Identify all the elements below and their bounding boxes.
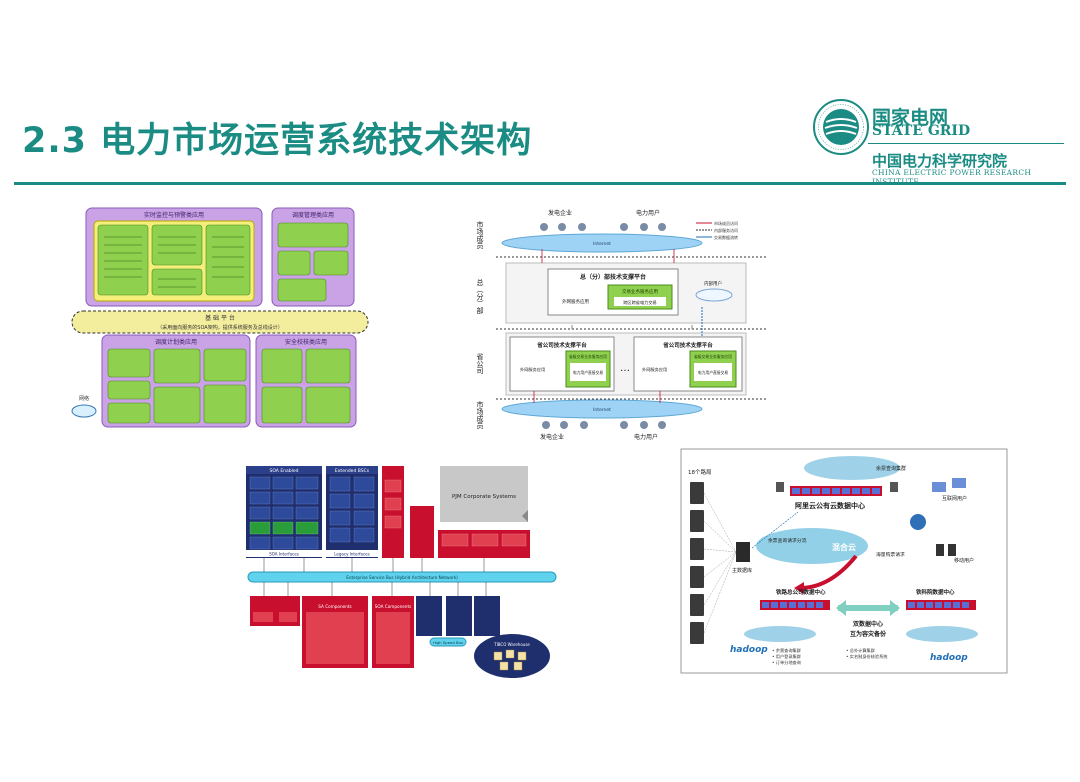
- mass-request-label: 海量购票请求: [876, 551, 905, 558]
- row-label-hq: 总（分）部: [476, 278, 484, 315]
- soa-enabled-title: SOA Enabled: [269, 468, 298, 474]
- hq-cross-region: 跨区跨省电力交易: [623, 299, 657, 306]
- dispatch-management-title: 调度管理类应用: [292, 211, 334, 219]
- generator-top-label: 发电企业: [548, 209, 572, 217]
- institute-name-cn: 中国电力科学研究院: [872, 152, 1008, 170]
- platform-title: 基 础 平 台: [205, 314, 235, 322]
- internet-users-label: 互联网用户: [942, 495, 967, 502]
- legend-item-3: 交易数据流转: [714, 234, 738, 240]
- pjm-corporate-label: PJM Corporate Systems: [452, 494, 516, 500]
- pjm-soa-diagram: SOA Enabled SOA Interfaces Extended BSCs…: [246, 466, 557, 678]
- title-underline: [14, 182, 1066, 185]
- province-platform-title-2: 省公司技术支撑平台: [662, 341, 713, 349]
- province-platform-title-1: 省公司技术支撑平台: [536, 341, 587, 349]
- user-top-label: 电力用户: [636, 209, 660, 217]
- brand-divider: [868, 143, 1064, 144]
- high-speed-bus-label: High Speed Bus: [433, 640, 463, 645]
- extended-bscs-title: Extended BSCs: [335, 468, 370, 474]
- cloud-cluster-label: 余票查询集群: [876, 465, 906, 472]
- hadoop-logo-right: hadoop: [930, 653, 968, 663]
- internet-top-label: Internet: [593, 241, 611, 247]
- hq-platform-title: 总（分）部技术支撑平台: [580, 273, 646, 281]
- realtime-monitor-title: 实时监控与预警类应用: [144, 211, 204, 219]
- province-trade-1: 电力用户直接交易: [573, 370, 604, 375]
- market-platform-diagram: 市场成员 总（分）部 省公司 市场成员 发电企业 电力用户 Internet 市…: [476, 209, 768, 441]
- state-grid-logo: [813, 99, 869, 155]
- rail-institute-dc-label: 铁科院数据中心: [916, 588, 955, 596]
- province-trade-2: 电力用户直接交易: [698, 370, 729, 375]
- cluster-bullet-1: • 余票查询集群: [772, 647, 802, 654]
- brand-name-en: STATE GRID: [872, 123, 971, 139]
- internet-bottom-label: Internet: [593, 407, 611, 413]
- slide-title: 2.3 电力市场运营系统技术架构: [22, 121, 533, 161]
- legacy-interfaces-label: Legacy Interfaces: [334, 552, 369, 557]
- province-external-app-1: 外网服务应用: [520, 366, 545, 373]
- sa-components-label: SA Components: [318, 604, 351, 609]
- dispatch-plan-title: 调度计划类应用: [155, 338, 197, 346]
- hadoop-logo-left: hadoop: [730, 645, 768, 655]
- hq-internal-users: 内部用户: [704, 280, 722, 287]
- main-database-label: 主数据库: [732, 567, 752, 574]
- province-external-app-2: 外网服务应用: [642, 366, 667, 373]
- cluster-bullet-5: • 实名制身份核验系统: [846, 653, 888, 660]
- dispatch-architecture-diagram: 实时监控与预警类应用 调度管理类应用 基 础 平 台 （采用面向服务的SOA架构…: [71, 207, 369, 428]
- cluster-bullet-3: • 订单分地查询: [772, 659, 801, 666]
- backup-label: 互为容灾备份: [850, 630, 887, 638]
- province-ellipsis: …: [620, 363, 630, 374]
- province-app-2: 省级交易业务服务应用: [694, 354, 732, 359]
- brand-name-cn: 国家电网: [872, 107, 949, 129]
- row-label-market-bottom: 市场成员: [476, 400, 484, 430]
- hybrid-cloud-label: 混合云: [832, 542, 856, 552]
- hq-external-app: 外网服务应用: [562, 298, 589, 305]
- tibco-warehouse-label: TIBCO Warehouse: [493, 642, 530, 647]
- soa-components-label: SOA Components: [375, 604, 412, 609]
- network-side-label: 网络: [79, 395, 89, 402]
- query-split-label: 余票查询请求分流: [768, 537, 807, 544]
- hq-inner-app: 交易业务服务应用: [622, 288, 658, 295]
- platform-subtitle: （采用面向服务的SOA架构，提供系统服务及总线设计）: [157, 324, 282, 331]
- mobile-users-label: 移动用户: [954, 557, 974, 564]
- cluster-bullet-2: • 用户登录集群: [772, 653, 802, 660]
- dual-dc-label: 双数据中心: [853, 620, 883, 628]
- soa-interfaces-label: SOA Interfaces: [269, 552, 299, 557]
- province-app-1: 省级交易业务服务应用: [569, 354, 607, 359]
- rail-corp-dc-label: 铁路总公司数据中心: [776, 588, 826, 596]
- aliyun-label: 阿里云公有云数据中心: [795, 501, 865, 510]
- row-label-province: 省公司: [476, 352, 484, 374]
- row-label-market-top: 市场成员: [476, 220, 484, 250]
- hybrid-cloud-diagram: 18个路局 主数据库 余票查询集群 阿里云公有云数据中心 互联网用户 移动用户 …: [680, 448, 1008, 674]
- institute-name-en: CHINA ELECTRIC POWER RESEARCH INSTITUTE: [872, 168, 1032, 186]
- user-bottom-label: 电力用户: [634, 433, 658, 441]
- legend-item-2: 内部服务访问: [714, 227, 738, 233]
- cluster-bullet-4: • 总外计算集群: [846, 647, 876, 654]
- generator-bottom-label: 发电企业: [540, 433, 564, 441]
- legend-item-1: 市场成员访问: [714, 220, 738, 226]
- security-check-title: 安全校核类应用: [285, 338, 327, 346]
- railway-bureaus-label: 18个路局: [688, 468, 712, 476]
- esb-label: Enterprise Service Bus (Hybrid Architect…: [346, 575, 458, 580]
